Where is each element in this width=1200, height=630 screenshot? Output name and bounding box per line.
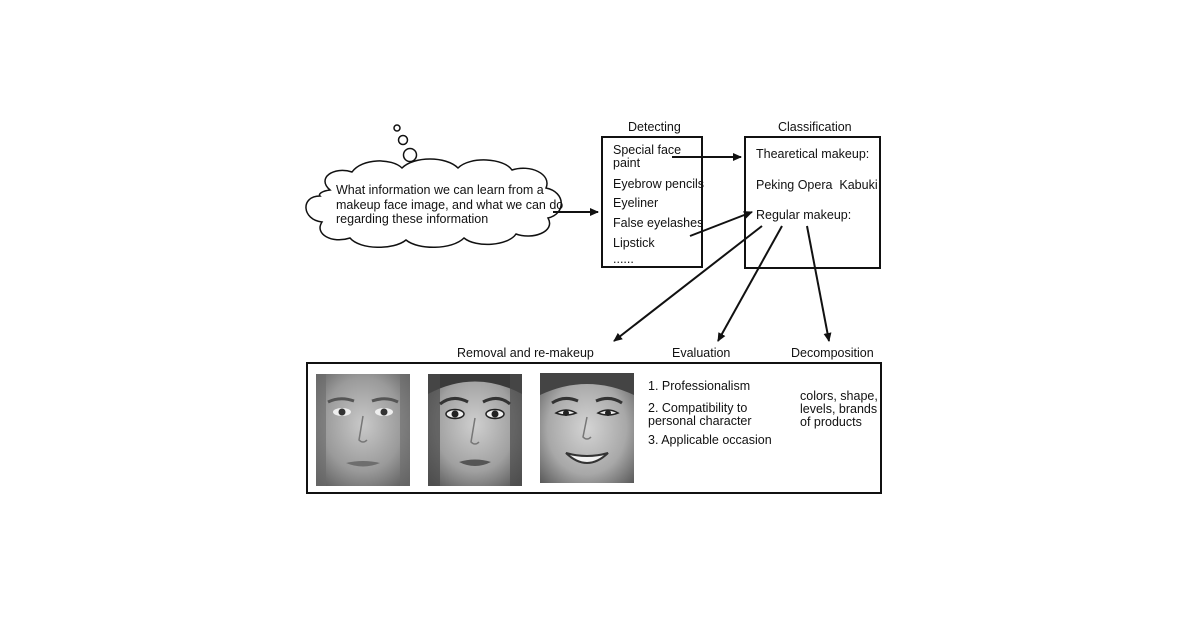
- evaluation-title: Evaluation: [672, 346, 730, 360]
- evaluation-item-2-line-2: personal character: [648, 414, 752, 429]
- thought-text-line-3: regarding these information: [336, 212, 488, 227]
- decomposition-line-3: of products: [800, 415, 862, 430]
- face-image-regular-makeup: [428, 374, 522, 486]
- evaluation-item-3: 3. Applicable occasion: [648, 433, 772, 448]
- face-image-no-makeup: [316, 374, 410, 486]
- evaluation-item-1: 1. Professionalism: [648, 379, 750, 394]
- detecting-title: Detecting: [628, 120, 681, 134]
- regular-makeup-label: Regular makeup:: [756, 208, 851, 223]
- detecting-item-eyeliner: Eyeliner: [613, 196, 658, 211]
- detecting-item-eyebrow-pencils: Eyebrow pencils: [613, 177, 704, 192]
- thought-bubble-large: [404, 149, 417, 162]
- decomposition-title: Decomposition: [791, 346, 874, 360]
- thought-bubble-small: [394, 125, 400, 131]
- thought-bubble-medium: [399, 136, 408, 145]
- thought-text-line-1: What information we can learn from a: [336, 183, 544, 198]
- thought-text-line-2: makeup face image, and what we can do: [336, 198, 563, 213]
- classification-title: Classification: [778, 120, 852, 134]
- theatrical-examples: Peking Opera Kabuki: [756, 178, 878, 193]
- detecting-item-lipstick: Lipstick: [613, 236, 655, 251]
- detecting-item-false-eyelashes: False eyelashes: [613, 216, 703, 231]
- face-image-smiling-makeup: [540, 373, 634, 483]
- removal-title: Removal and re-makeup: [457, 346, 594, 360]
- detecting-item-ellipsis: ......: [613, 252, 634, 267]
- detecting-item-paint: paint: [613, 156, 640, 171]
- theatrical-makeup-label: Thearetical makeup:: [756, 147, 869, 162]
